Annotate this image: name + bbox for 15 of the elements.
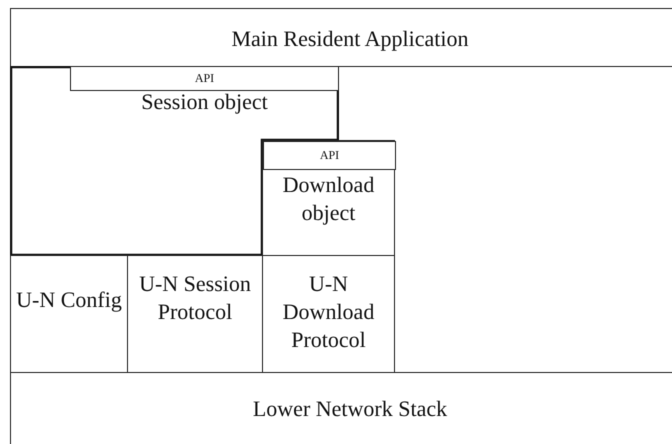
api-box <box>263 141 396 170</box>
layer-label: U-N Session Protocol <box>138 270 252 326</box>
interface-label: API <box>194 70 216 87</box>
network-stack-box <box>10 372 672 444</box>
interface-label: API <box>318 147 340 164</box>
application-layer-box <box>10 8 672 67</box>
layer-label: Main Resident Application <box>230 25 470 53</box>
api-box <box>70 66 339 91</box>
download-object-box <box>262 140 395 256</box>
layer-label: Session object <box>140 88 269 116</box>
protocol-box <box>10 255 128 373</box>
layer-label: U-N Download Protocol <box>282 270 376 354</box>
layer-label: Download object <box>282 171 376 227</box>
layer-label: U-N Config <box>15 286 123 314</box>
layer-label: Lower Network Stack <box>252 395 448 423</box>
